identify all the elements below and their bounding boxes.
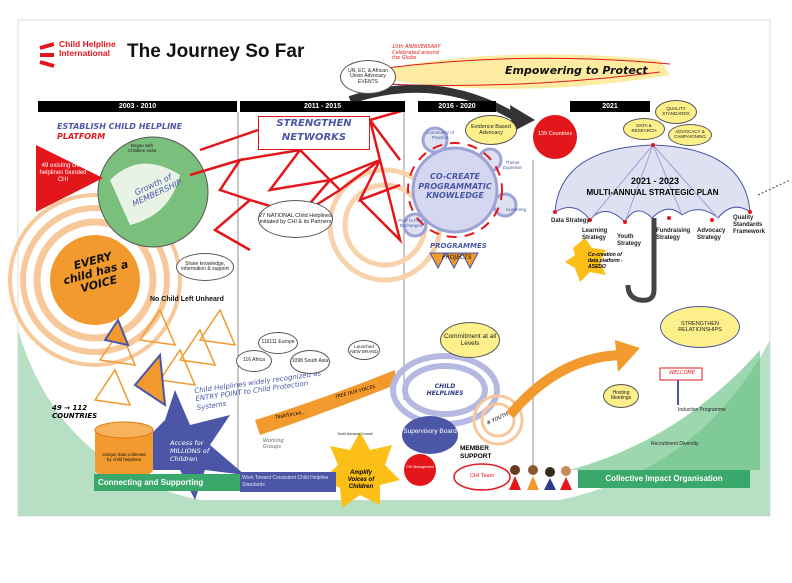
countries-circle: [533, 115, 577, 159]
programmes-label: PROGRAMMES: [430, 242, 487, 250]
chi-logo: Child Helpline International: [38, 39, 118, 70]
voice-circle: [50, 235, 140, 325]
founded-text: 49 existing child helplines founded CHI: [39, 163, 87, 184]
voice-rings: [8, 193, 182, 367]
evidence-bubble: Evidence Based Advocacy: [465, 115, 517, 145]
child-helplines-text: CHILD HELPLINES: [426, 383, 464, 397]
unique-data-text: Unique data collected by child helplines: [102, 452, 146, 462]
community-label: Community of Practice: [426, 130, 454, 141]
strengthen-networks-box: STRENGTHEN NETWORKS: [258, 116, 370, 150]
events-bubble: UN, EC, & African Union Advocacy EVENTS: [340, 60, 396, 94]
europe-bubble: 116111 Europe: [258, 332, 298, 354]
cocreate-circle: [411, 146, 499, 234]
strategy-advocacy: Advocacy Strategy: [697, 228, 726, 241]
theme-label: Theme Expertise: [503, 160, 522, 171]
logo-stripes-icon: [39, 42, 55, 68]
cocreate-text: CO-CREATE PROGRAMMATIC KNOWLEDGE: [418, 172, 492, 201]
anniversary-text: 10th ANNIVERSARY Celebrated around the G…: [392, 44, 441, 61]
advocacy-bubble: ADVOCACY & CAMPAIGNING: [668, 124, 712, 146]
strategy-data: Data Strategy: [551, 218, 590, 224]
access-text: Access for MILLIONS of Children: [170, 439, 210, 463]
era-2011-2015: 2011 - 2015: [240, 101, 405, 112]
new-brand-bubble: Launched NEW BRAND: [348, 340, 380, 360]
umbrella-handle: [625, 218, 657, 303]
cocreation-text: Co-creation of data platform - ASEDO: [588, 252, 623, 270]
strategy-quality: Quality Standards Framework: [733, 215, 766, 235]
logo-text: Child Helpline International: [59, 39, 116, 59]
peer-label: Peer to Peer Exchanges: [398, 218, 424, 229]
data-research-bubble: DATA & RESEARCH: [623, 118, 665, 140]
supervisory-board: Supervisory Board: [403, 428, 457, 435]
induction-text: Induction Programme: [678, 407, 726, 413]
green-ground: [18, 330, 770, 516]
commitment-bubble: Commitment at all Levels: [440, 322, 500, 358]
children-icons: [509, 465, 572, 490]
quality-standards-bubble: QUALITY STANDARDS: [655, 100, 697, 124]
strategy-youth: Youth Strategy: [617, 234, 642, 247]
plan-title: MULTI-ANNUAL STRATEGIC PLAN: [586, 188, 719, 197]
connecting-bar: Connecting and Supporting: [94, 474, 240, 491]
grey-arrow: [348, 84, 523, 124]
empowering-banner: Empowering to Protect: [505, 64, 648, 77]
countries-growth: 49 → 112 COUNTRIES: [52, 404, 98, 420]
began-with-text: Began with Childline India: [127, 143, 157, 154]
national-bubble: 27 NATIONAL Child Helplines initiated by…: [258, 200, 333, 238]
strategy-learning: Learning Strategy: [582, 228, 608, 241]
chi-management: CHI Management: [406, 465, 434, 469]
growth-arrow: [506, 350, 626, 419]
era-2003-2010: 2003 - 2010: [38, 101, 237, 112]
member-support: MEMBER SUPPORT: [460, 445, 492, 460]
strategy-fundraising: Fundraising Strategy: [656, 228, 691, 241]
standards-bar: Work Toward Consistent Child Helpline St…: [240, 472, 336, 492]
collective-impact-bar: Collective Impact Organisation: [578, 470, 750, 488]
platform-heading: PLATFORM: [57, 132, 106, 141]
establish-heading: ESTABLISH CHILD HELPLINE: [57, 122, 183, 131]
working-groups-text: Working Groups: [263, 438, 284, 450]
era-2021: 2021: [570, 101, 650, 112]
elearning-label: eLearning: [506, 207, 527, 212]
share-bubble: Share knowledge, information & support: [176, 253, 234, 281]
strengthen-relationships-bubble: STRENGTHEN RELATIONSHIPS: [660, 306, 740, 348]
hosting-bubble: Hosting Meetings: [603, 384, 639, 408]
recruitment-text: Recruitment Diversity: [651, 441, 699, 447]
amplify-star: [322, 432, 400, 508]
welcome-sign: WELCOME: [669, 370, 695, 376]
africa-bubble: 116 Africa: [236, 350, 272, 372]
no-child-text: No Child Left Unheard: [150, 296, 224, 303]
founded-triangle: [36, 145, 103, 212]
countries-text: 139 Countries: [537, 131, 573, 137]
chi-team: CHI Team: [469, 473, 495, 479]
access-star: [140, 390, 245, 500]
page-title: The Journey So Far: [127, 41, 305, 62]
youth-council-text: Youth Advisory Council: [337, 432, 373, 436]
projects-label: PROJECTS: [442, 254, 472, 261]
plan-years: 2021 - 2023: [630, 176, 680, 186]
era-2016-2020: 2016 - 2020: [418, 101, 496, 112]
amplify-text: Amplify Voices of Children: [347, 470, 375, 491]
south-asia-bubble: 1098 South Asia: [290, 350, 330, 374]
